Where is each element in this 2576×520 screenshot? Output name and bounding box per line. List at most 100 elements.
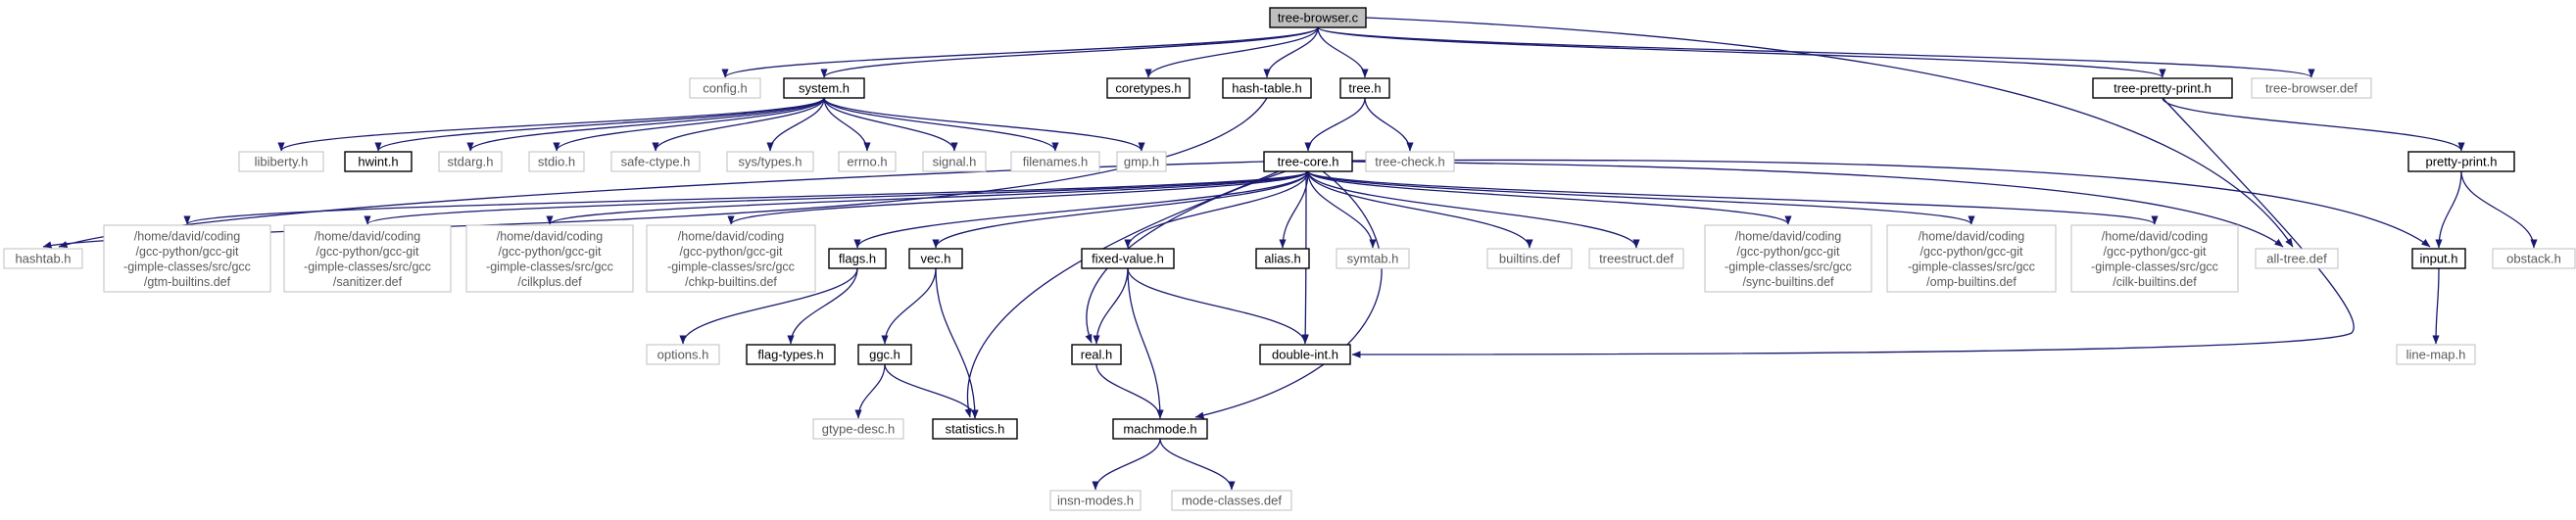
node-box: [2070, 224, 2239, 293]
node-gtm-builtins: /home/david/coding/gcc-python/gcc-git-gi…: [103, 224, 271, 293]
node-flags[interactable]: flags.h: [828, 248, 887, 269]
edge-system-to-filenames: [823, 97, 1059, 152]
node-system[interactable]: system.h: [783, 77, 865, 99]
node-box: [2492, 248, 2576, 269]
edge-input-to-line-map: [2432, 267, 2440, 345]
node-mode-classes: mode-classes.def: [1171, 490, 1292, 511]
edge-system-to-hwint: [374, 97, 825, 152]
node-box: [610, 151, 701, 172]
node-fixed-value[interactable]: fixed-value.h: [1081, 248, 1175, 269]
node-double-int[interactable]: double-int.h: [1259, 344, 1351, 365]
node-label: /cilk-builtins.def: [2113, 275, 2197, 289]
node-coretypes[interactable]: coretypes.h: [1106, 77, 1191, 99]
edge-tree-core-to-flags: [853, 170, 1309, 249]
node-hash-table[interactable]: hash-table.h: [1222, 77, 1312, 99]
node-label: obstack.h: [2506, 252, 2561, 266]
node-line-map: line-map.h: [2396, 344, 2476, 365]
node-flag-types[interactable]: flag-types.h: [746, 344, 836, 365]
node-label: /cilkplus.def: [517, 275, 582, 289]
edge-tree-core-to-chkp-builtins: [727, 170, 1309, 225]
node-vec[interactable]: vec.h: [908, 248, 963, 269]
node-label: /home/david/coding: [1919, 229, 2024, 243]
node-machmode[interactable]: machmode.h: [1112, 418, 1208, 440]
node-label: errno.h: [847, 155, 887, 169]
node-label: tree-browser.c: [1278, 11, 1359, 25]
node-label: double-int.h: [1272, 348, 1338, 362]
node-box: [344, 151, 413, 172]
node-errno: errno.h: [838, 151, 897, 172]
edge-system-to-gmp: [823, 97, 1145, 152]
node-sync-builtins: /home/david/coding/gcc-python/gcc-git-gi…: [1704, 224, 1872, 293]
edge-ggc-to-gtype-desc: [854, 363, 886, 419]
node-label: gmp.h: [1124, 155, 1159, 169]
node-label: fixed-value.h: [1092, 252, 1164, 266]
node-box: [646, 344, 720, 365]
node-box: [2255, 248, 2339, 269]
node-box: [465, 224, 634, 293]
node-sys-types: sys/types.h: [726, 151, 814, 172]
node-box: [1116, 151, 1167, 172]
edge-tree-core-to-sanitizer: [364, 170, 1309, 225]
node-tree-browser-def: tree-browser.def: [2251, 77, 2372, 99]
node-label: pretty-print.h: [2426, 155, 2498, 169]
edge-tree-core-to-input: [1351, 159, 2431, 248]
node-label: gtype-desc.h: [822, 422, 895, 437]
node-box: [1704, 224, 1872, 293]
node-tree-core[interactable]: tree-core.h: [1263, 151, 1353, 172]
node-tree-pretty-print[interactable]: tree-pretty-print.h: [2092, 77, 2233, 99]
node-all-tree: all-tree.def: [2255, 248, 2339, 269]
node-pretty-print[interactable]: pretty-print.h: [2407, 151, 2515, 172]
edge-tree-core-to-omp-builtins: [1307, 170, 1975, 225]
node-box: [689, 77, 761, 99]
edge-flags-to-flag-types: [787, 267, 858, 345]
edge-system-to-stdio: [553, 97, 825, 152]
edge-machmode-to-mode-classes: [1159, 438, 1236, 491]
node-box: [1339, 77, 1390, 99]
node-label: -gimple-classes/src/gcc: [667, 260, 795, 273]
node-label: input.h: [2419, 252, 2457, 266]
node-ggc[interactable]: ggc.h: [857, 344, 912, 365]
node-label: tree.h: [1348, 81, 1381, 96]
node-tree[interactable]: tree.h: [1339, 77, 1390, 99]
node-safe-ctype: safe-ctype.h: [610, 151, 701, 172]
node-box: [238, 151, 324, 172]
edge-fixed-value-to-machmode: [1127, 267, 1164, 419]
edge-vec-to-ggc: [881, 267, 937, 345]
node-statistics[interactable]: statistics.h: [932, 418, 1018, 440]
node-input[interactable]: input.h: [2411, 248, 2466, 269]
edge-tree-core-to-alias: [1279, 170, 1309, 249]
node-filenames: filenames.h: [1010, 151, 1100, 172]
edge-tree-core-to-machmode: [1194, 170, 1383, 419]
edge-tree-core-to-builtins-def: [1307, 170, 1533, 249]
edge-tree-core-to-fixed-value: [1124, 170, 1309, 249]
node-box: [1106, 77, 1191, 99]
node-box: [2251, 77, 2372, 99]
node-label: /gcc-python/gcc-git: [316, 245, 419, 259]
node-box: [1071, 344, 1122, 365]
edge-tree-browser-to-config: [721, 26, 1319, 78]
node-box: [838, 151, 897, 172]
node-box: [857, 344, 912, 365]
node-alias[interactable]: alias.h: [1255, 248, 1310, 269]
edge-tree-to-tree-core: [1304, 97, 1366, 152]
node-sanitizer: /home/david/coding/gcc-python/gcc-git-gi…: [283, 224, 452, 293]
node-box: [828, 248, 887, 269]
node-hwint[interactable]: hwint.h: [344, 151, 413, 172]
node-label: safe-ctype.h: [621, 155, 691, 169]
node-label: real.h: [1081, 348, 1113, 362]
node-label: /gcc-python/gcc-git: [136, 245, 239, 259]
node-label: -gimple-classes/src/gcc: [1725, 260, 1852, 273]
node-treestruct: treestruct.def: [1588, 248, 1684, 269]
node-label: /home/david/coding: [678, 229, 784, 243]
node-label: coretypes.h: [1115, 81, 1181, 96]
edge-flags-to-options: [679, 267, 858, 345]
node-box: [1171, 490, 1292, 511]
node-label: flag-types.h: [757, 348, 823, 362]
node-box: [1259, 344, 1351, 365]
node-label: -gimple-classes/src/gcc: [486, 260, 613, 273]
node-box: [1081, 248, 1175, 269]
node-real[interactable]: real.h: [1071, 344, 1122, 365]
node-config: config.h: [689, 77, 761, 99]
node-tree-browser[interactable]: tree-browser.c: [1269, 7, 1367, 28]
node-label: /gtm-builtins.def: [144, 275, 231, 289]
